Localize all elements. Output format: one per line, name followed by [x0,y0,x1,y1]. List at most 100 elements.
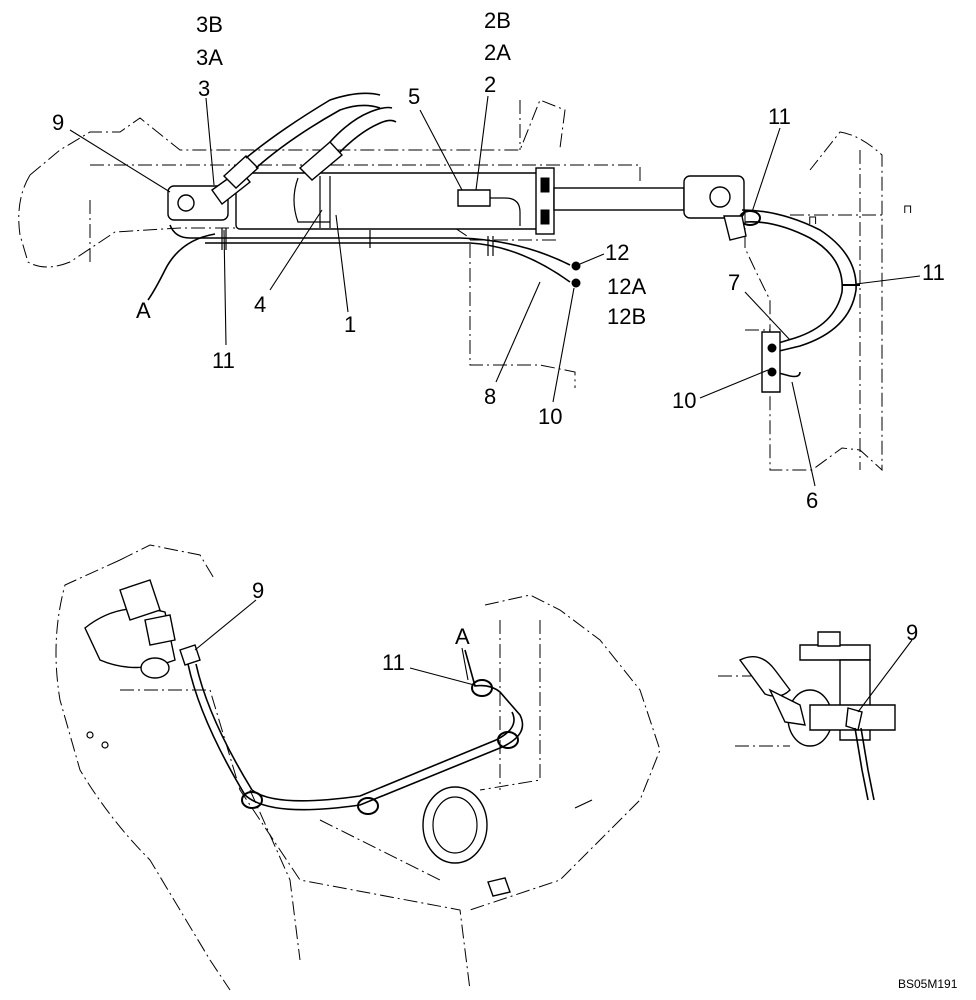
grease-line-right-outer [741,209,857,353]
rod-end-bracket [723,215,747,241]
base-mount-pin [177,194,195,212]
lower-frame-outline-top [119,544,216,581]
frame-outline-right [744,131,883,472]
callout-9-bottom: 9 [252,578,264,603]
leader-A-bottom [461,647,469,681]
detail-mount-plate [799,644,871,661]
axle-boss-inner [432,796,478,854]
callout-3: 3 [198,76,210,101]
leader-1 [335,214,349,313]
leader-11-top-right [751,127,781,213]
leader-3 [205,97,215,186]
frame-rail-right [745,150,882,470]
top-view-assembly: ⊓ ⊓ [18,92,912,472]
rod-end-pin [709,186,731,208]
detail-mount-bolt [817,631,841,647]
leader-5 [419,109,463,191]
lower-view-assembly [55,544,661,991]
leader-9-bottom [194,599,257,651]
frame-hole-1 [86,731,94,739]
slot-feature-2 [574,799,593,809]
callout-11-bottom: 11 [382,650,405,675]
lower-clip-2 [357,797,379,815]
callout-6: 6 [806,488,818,513]
leader-11-bottom [409,667,479,687]
leader-8 [495,281,541,383]
callout-9-detail: 9 [906,620,918,645]
fitting-end-12 [571,261,581,271]
callout-3B: 3B [196,12,223,37]
lower-frame-outline-right [469,594,661,911]
grease-line-right-inner [744,221,843,345]
lower-frame-outline-right2 [479,620,541,791]
callout-10-right: 10 [672,388,696,413]
tube-clip-left [221,228,227,250]
detail-hose-body [738,656,791,697]
leader-11-top-left [223,229,227,346]
lower-frame-outline-left [55,559,231,991]
callout-7: 7 [728,270,740,295]
callout-11-top-left: 11 [212,348,235,373]
slot-feature [487,877,511,897]
lower-frame-floor [249,789,441,961]
leader-6 [791,381,816,487]
callout-12: 12 [605,240,629,265]
lower-frame-outline-inner [120,689,471,991]
fitting-end-12A [571,278,581,288]
detail-view-fitting [718,631,896,801]
frame-outline-upper [29,99,566,176]
callout-12B: 12B [607,304,646,329]
callout-12A: 12A [607,274,646,299]
frame-symbol-u2: ⊓ [903,202,912,216]
callout-A-bottom: A [455,624,470,649]
leader-7 [744,291,791,341]
leader-2 [475,95,489,191]
frame-symbol-u: ⊓ [808,213,817,227]
callout-2B: 2B [484,8,511,33]
hydraulic-cylinder-barrel [235,172,543,230]
supply-hose-outer [245,92,381,159]
lower-clip-11 [471,679,493,697]
lower-grease-hose-inner [195,663,515,802]
cylinder-gland-left [540,177,550,193]
tube-clip-right [487,236,494,256]
rod-end-tube [490,197,521,226]
reference-code: BS05M191 [898,977,958,991]
leader-9-detail [857,639,913,713]
callout-2: 2 [484,72,496,97]
callout-9-top: 9 [52,110,64,135]
supply-hose-inner [255,104,381,169]
lower-clip-1 [241,791,263,809]
rod-end-fitting [457,189,491,207]
cylinder-base-mount [167,185,229,221]
lower-grease-hose-outer [187,649,524,811]
callout-1: 1 [344,312,356,337]
detail-elbow-fitting [768,688,806,726]
lower-clip-3 [497,731,519,749]
frame-rail-upper [90,164,641,182]
tube-assembly-upper [169,224,571,266]
supply-hose-2-outer [329,106,393,143]
leader-9-top [69,129,171,193]
callout-4: 4 [254,292,266,317]
callout-A-top: A [136,298,151,323]
callout-labels: 3B 3A 3 9 2B 2A 2 5 11 4 1 A 12 12A 12B … [52,8,958,991]
tube-assembly-lower [205,242,571,283]
leader-11-right [855,275,921,285]
supply-hose-2-inner [339,119,397,153]
callout-8: 8 [484,384,496,409]
frame-hole-2 [101,741,109,749]
cylinder-gland-right [540,209,550,225]
cylinder-rod [553,187,685,211]
callout-11-right: 11 [922,260,945,285]
lower-cylinder-mount [140,657,170,679]
detail-grease-nipple [845,707,863,731]
bulkhead-bracket [761,331,781,393]
bulkhead-fitting-lower [767,367,777,377]
leader-12 [579,253,605,265]
lower-fitting-2 [144,614,176,646]
cylinder-clamp-band [293,176,331,228]
grease-line-right-lower [774,371,801,378]
leader-10-right [699,369,769,399]
